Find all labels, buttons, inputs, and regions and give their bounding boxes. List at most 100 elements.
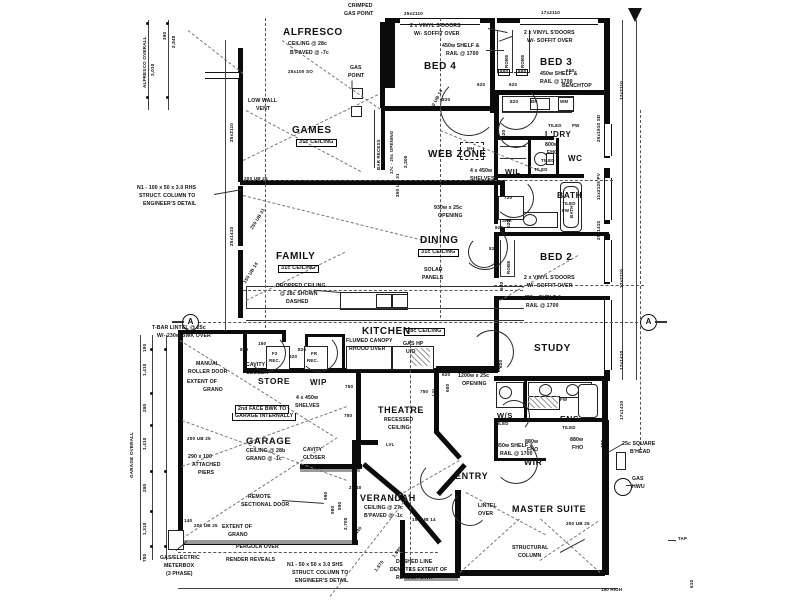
setout-v-3 xyxy=(640,110,641,450)
opening-17-25c: 17c - 25c OPENING xyxy=(389,130,394,174)
dim-11x2125-pv: 11x2125 PV xyxy=(596,172,601,200)
kitchen-bench-top xyxy=(246,286,524,287)
dashed-line-2: DENOTES EXTENT OF xyxy=(390,567,448,573)
dim-820-d: 820 xyxy=(489,246,498,251)
gas-point-marker-2 xyxy=(351,106,362,117)
wall-bed4-bed3 xyxy=(490,18,495,113)
vinyl-doors-note-bed4-1: 2 x VINYL S'DOORS xyxy=(410,23,461,29)
kitchen-note-1: FLUMED CANOPY xyxy=(346,338,393,344)
wall-master-bottom xyxy=(455,570,605,576)
dim-990: 990 xyxy=(323,491,328,500)
dim-ladder-top-left2 xyxy=(168,20,169,110)
kitchen-sink xyxy=(376,294,392,308)
dim-620-d: 620 xyxy=(534,136,543,141)
section-arrow-left xyxy=(172,321,184,323)
dim-400: 400 xyxy=(600,439,605,448)
dim-ladder-right-2 xyxy=(636,20,637,380)
dim-820-f: 820 xyxy=(240,347,249,352)
verandah-note-2: B'PAVED @ -1c xyxy=(364,513,403,519)
fr-rec-label-1: FR xyxy=(311,351,318,356)
f2-rec-label-2: REC. xyxy=(269,358,281,363)
room-label-webzone: WEB ZONE xyxy=(428,149,487,160)
wall-left-family xyxy=(238,250,243,318)
opening-930-2: OPENING xyxy=(438,213,463,219)
section-arrow-right xyxy=(655,321,667,323)
wall-bed3-bottom xyxy=(494,90,606,95)
wall-top-bed4 xyxy=(385,18,395,88)
dim-tick xyxy=(150,470,153,473)
bath-basin xyxy=(523,214,537,226)
fho-880-wir-1: 880w xyxy=(525,439,539,445)
vinyl-doors-note-bed2-1: 2 x VINYL S'DOORS xyxy=(524,275,575,281)
shelf-rail-bed3-1: 450w SHELF & xyxy=(540,71,578,77)
wall-garage-left xyxy=(178,330,183,545)
dropped-ceiling-2: @ 28c SHOWN xyxy=(280,291,318,297)
wall-webzone-bottom xyxy=(240,180,440,185)
door-arc-entry xyxy=(420,462,458,500)
cavity-closer-b2: CLOSER xyxy=(303,455,326,461)
dim-750-a: 750 xyxy=(344,413,353,418)
robe-shelf-2 xyxy=(514,72,530,73)
section-marker-a-left[interactable]: A xyxy=(182,314,199,331)
dashed-line-3: RENDER BWK xyxy=(396,575,433,581)
room-label-ldry: L'DRY xyxy=(545,130,572,139)
dim-ladder-left-3 xyxy=(140,335,141,560)
lvl-label-3: LVL xyxy=(357,451,362,460)
dim-620-g: 620 xyxy=(289,354,298,359)
veranda-edge xyxy=(404,578,458,581)
dropped-ceiling-3: DASHED xyxy=(286,299,309,305)
wall-theatre-right xyxy=(434,373,439,433)
gas-point-note-2: POINT xyxy=(348,73,365,79)
dim-720: 720 xyxy=(504,195,513,200)
gas-hob-1: GAS HP xyxy=(403,341,424,347)
dim-tick xyxy=(164,348,167,351)
games-ceiling-note: 31c CEILING xyxy=(296,139,337,147)
wall-store-upper xyxy=(243,330,285,334)
dim-25x1810-sd: 25x1810 SD xyxy=(596,114,601,142)
dim-tick xyxy=(146,96,149,99)
room-label-master: MASTER SUITE xyxy=(512,504,587,514)
wall-garage-right-up xyxy=(352,440,378,445)
robe-line-1 xyxy=(497,30,498,72)
wall-right-top xyxy=(604,18,610,118)
room-label-verandah: VERANDAH xyxy=(360,493,416,503)
extent-grano-1: EXTENT OF xyxy=(187,379,218,385)
room-label-ens: ENS xyxy=(560,414,580,424)
dim-25x1410-left: 25x1410 xyxy=(229,226,234,246)
gas-point-marker xyxy=(352,88,363,99)
dining-ceiling-note: 31c CEILING xyxy=(418,249,459,257)
opening-1200-1: 1200w x 25c xyxy=(458,373,490,379)
remote-door-2: SECTIONAL DOOR xyxy=(241,502,290,508)
dim-1310: 1,310 xyxy=(142,522,147,536)
wm-label: WM xyxy=(560,99,569,104)
cavity-closer-b1: CAVITY xyxy=(303,447,323,453)
shelf-rail-bed2-2: RAIL @ 1700 xyxy=(526,303,559,309)
ws-note-1: TILED xyxy=(495,421,509,426)
door-arc-store xyxy=(248,334,286,372)
square-bhead-1: 25c SQUARE xyxy=(622,441,656,447)
n1-rhs-note-1: N1 - 100 x 50 x 3.0 RHS xyxy=(137,185,197,191)
section-marker-a-right[interactable]: A xyxy=(640,314,657,331)
ceiling-dash-4 xyxy=(494,285,644,286)
wall-bar-recess xyxy=(381,108,385,170)
opening-930-1: 930w x 25c xyxy=(434,205,463,211)
robe-line-2 xyxy=(512,30,513,72)
wall-bath-top xyxy=(494,174,584,178)
dim-alfresco-overall-val: 3,010 xyxy=(150,63,155,77)
remote-door-1: REMOTE xyxy=(248,494,271,500)
low-wall-vent-1: LOW WALL xyxy=(248,98,278,104)
bath-vertical-label: BATH xyxy=(569,205,574,218)
second-face-1: 2nd FACE BWK TO xyxy=(235,405,290,415)
dim-tick xyxy=(150,348,153,351)
extent-grano-b2: GRANO xyxy=(228,532,248,538)
room-label-games: GAMES xyxy=(292,125,332,136)
leader-gas-hwu xyxy=(626,485,634,486)
dim-620-e: 620 xyxy=(506,219,511,228)
dim-17x2110-c: 17x2110 xyxy=(619,268,624,288)
render-reveals: RENDER REVEALS xyxy=(226,557,276,563)
dim-17x2110-a: 17x2110 xyxy=(541,10,561,15)
window-bed2-right xyxy=(604,240,612,282)
door-arc-ens xyxy=(498,400,530,432)
n1-shs-note-3: ENGINEER'S DETAIL xyxy=(295,578,349,584)
dim-garage-overall: GARAGE OVERALL xyxy=(129,431,134,478)
